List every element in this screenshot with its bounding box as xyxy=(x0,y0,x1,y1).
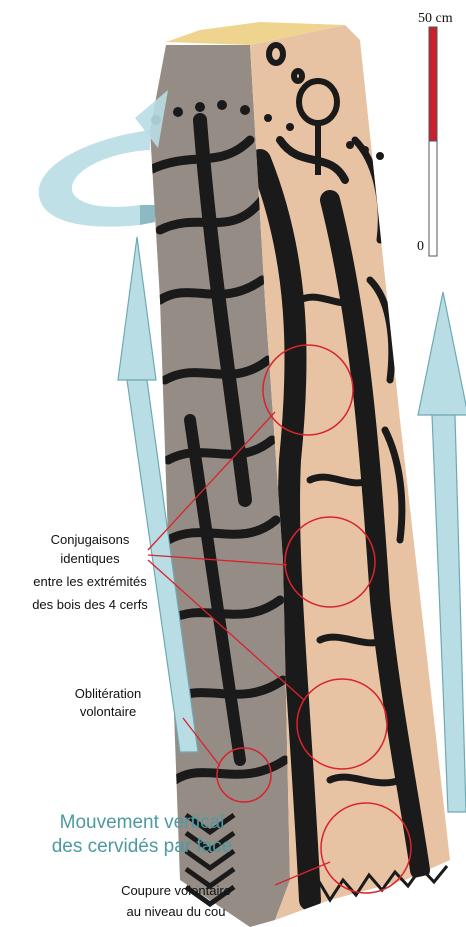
obliteration-line-1: Oblitération xyxy=(75,686,141,701)
mouvement-line-1: Mouvement vertical xyxy=(60,812,225,833)
coupure-line-1: Coupure volontaire xyxy=(121,883,231,898)
scale-top-label: 50 cm xyxy=(418,11,453,26)
conjugaisons-line-3: entre les extrémités xyxy=(33,574,147,589)
conjugaisons-line-1: Conjugaisons xyxy=(51,532,130,547)
obliteration-line-2: volontaire xyxy=(80,704,136,719)
stele xyxy=(150,22,450,927)
scale-bar: 50 cm 0 xyxy=(417,11,453,256)
coupure-line-2: au niveau du cou xyxy=(126,904,225,919)
conjugaisons-line-2: identiques xyxy=(60,551,120,566)
scale-bottom-label: 0 xyxy=(417,239,424,254)
rotation-arrow xyxy=(39,90,168,227)
mouvement-line-2: des cervidés par face xyxy=(52,836,233,857)
label-obliteration: Oblitération volontaire xyxy=(75,686,141,719)
conjugaisons-line-4: des bois des 4 cerfs xyxy=(32,597,148,612)
label-conjugaisons: Conjugaisons identiques entre les extrém… xyxy=(32,532,148,612)
